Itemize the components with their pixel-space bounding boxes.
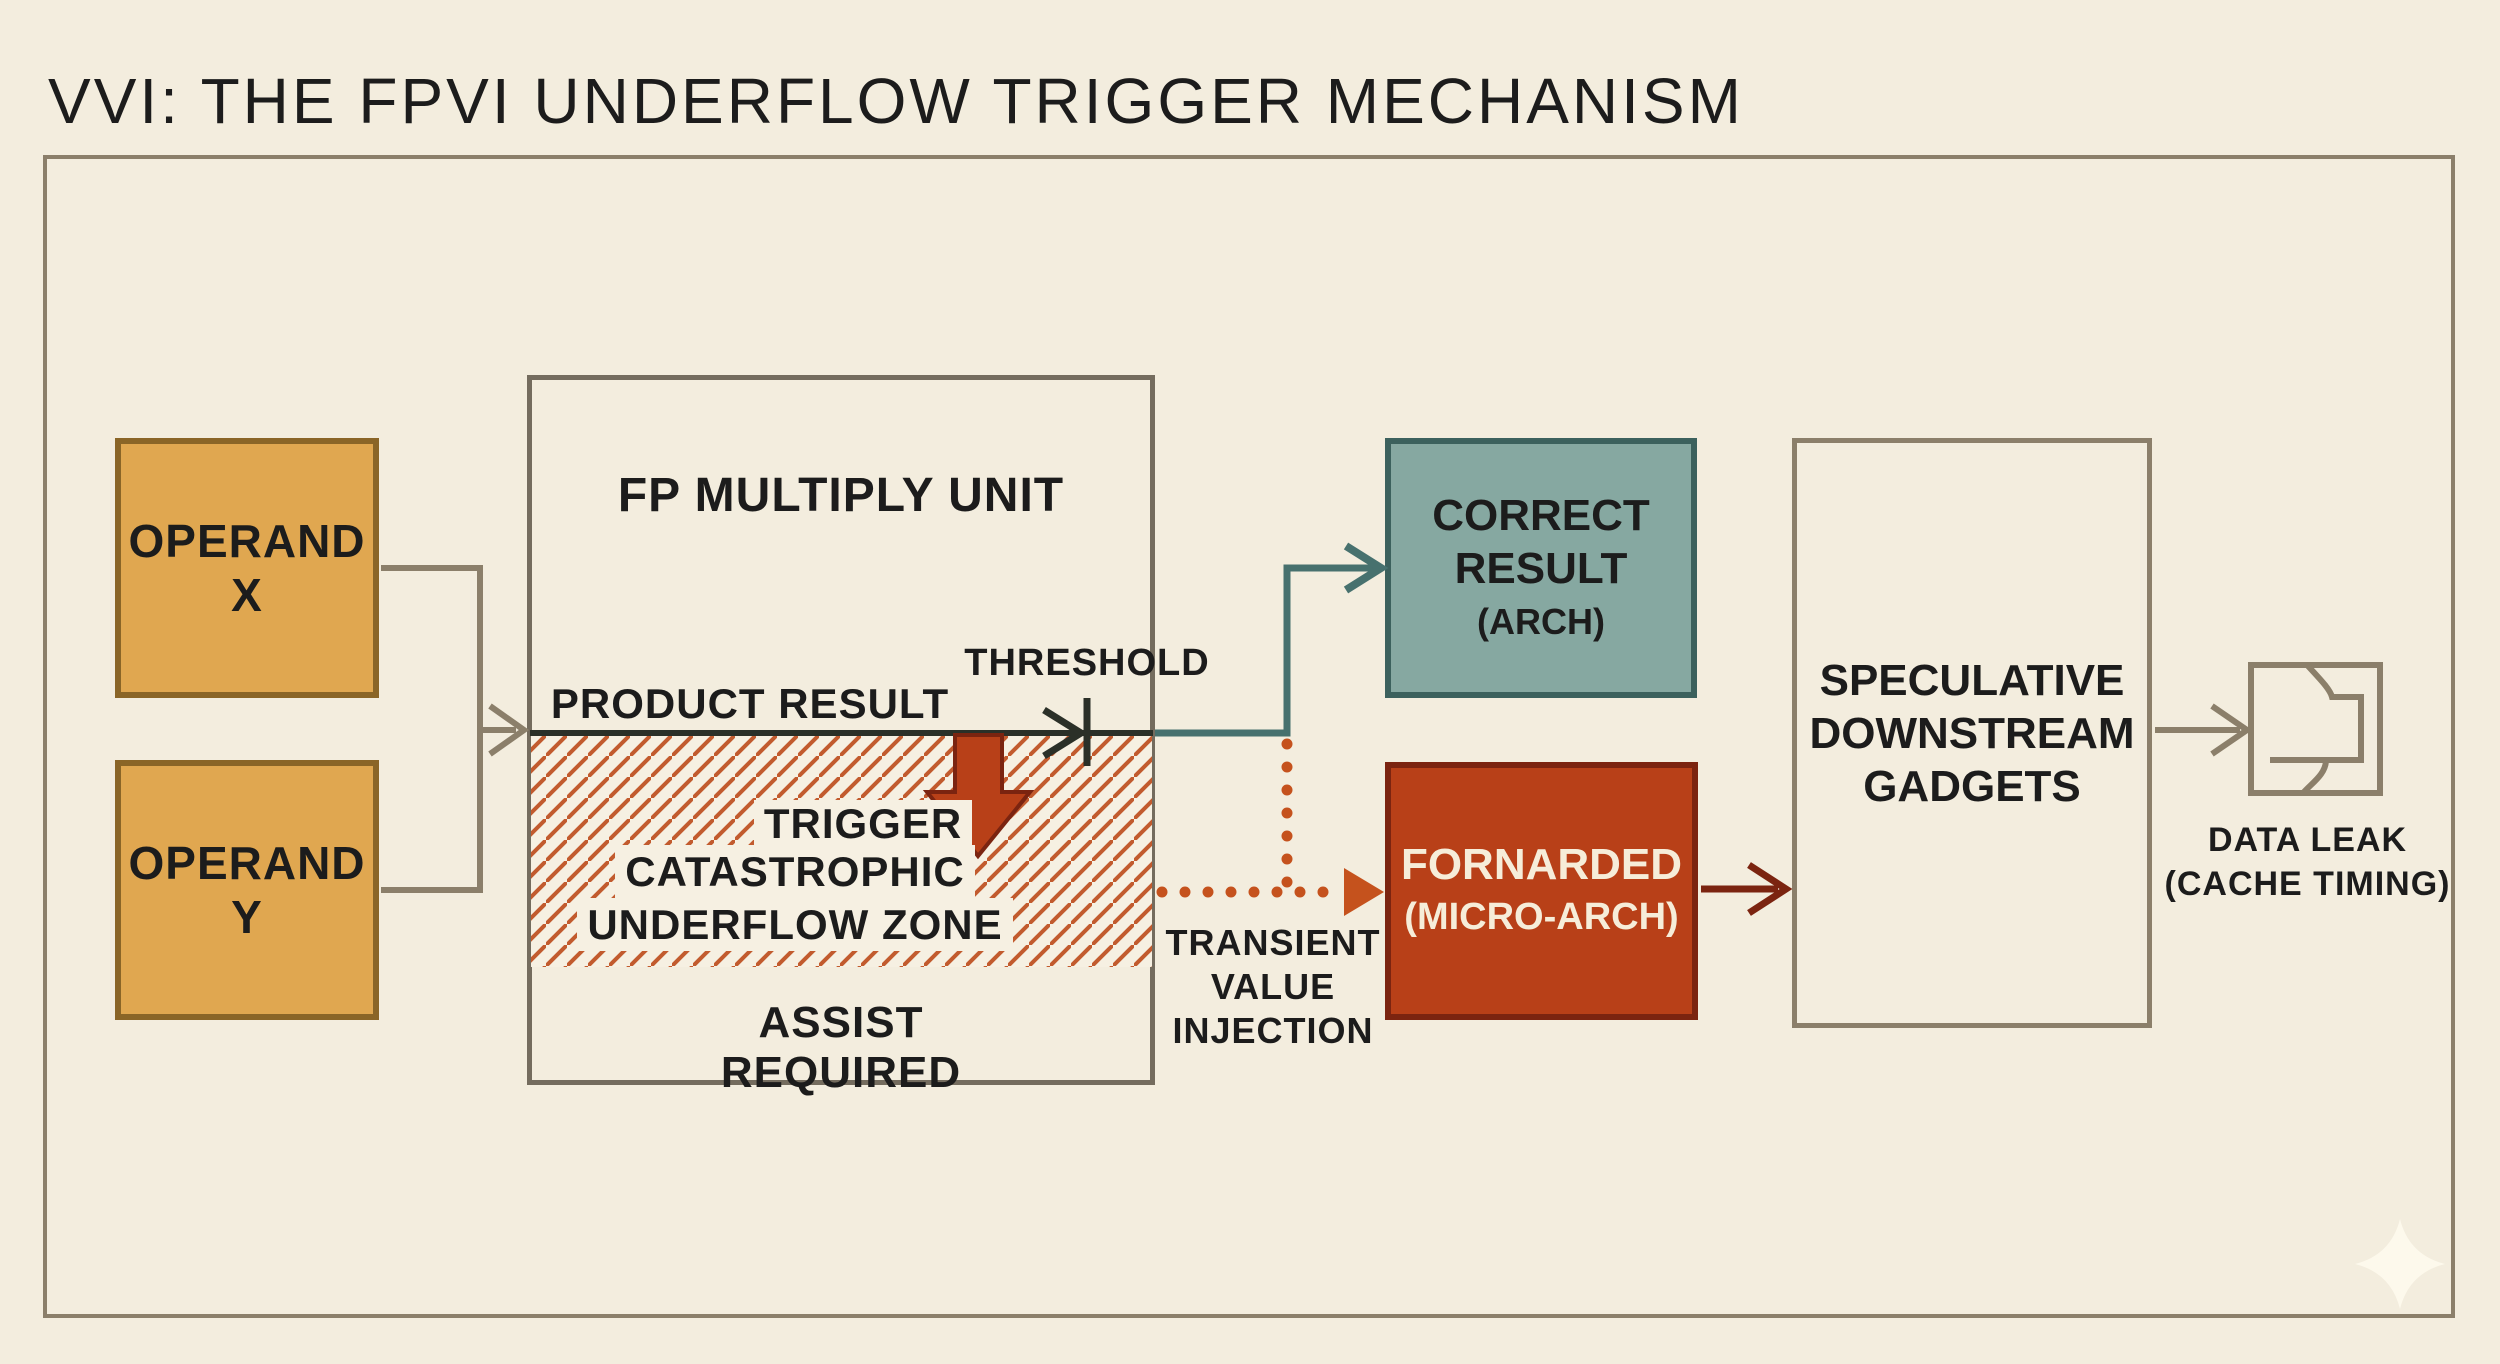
speculative-line2: DOWNSTREAM <box>1809 708 2135 758</box>
fornarded-line2: (MICRO-ARCH) <box>1404 896 1679 938</box>
data-leak-line2: (CACHE TIMING) <box>2164 865 2451 903</box>
correct-result-box: CORRECT RESULT (ARCH) <box>1385 438 1697 698</box>
operand-x-label-line1: OPERAND <box>128 515 366 567</box>
underflow-zone-line1: CATASTROPHIC <box>615 845 975 898</box>
transient-injection-label: TRANSIENT VALUE INJECTION <box>1148 921 1398 1053</box>
correct-result-line1: CORRECT <box>1432 490 1650 540</box>
transient-line2: VALUE <box>1210 966 1336 1007</box>
data-leak-label: DATA LEAK (CACHE TIMING) <box>2155 818 2460 906</box>
trigger-label: TRIGGER <box>733 800 993 848</box>
fp-multiply-unit-label: FP MULTIPLY UNIT <box>617 469 1065 522</box>
speculative-gadgets-box: SPECULATIVE DOWNSTREAM GADGETS <box>1792 438 2152 1028</box>
speculative-line3: GADGETS <box>1863 761 2081 811</box>
operand-x-box: OPERAND X <box>115 438 379 698</box>
fornarded-line1: FORNARDED <box>1400 840 1683 889</box>
assist-required-label: ASSIST REQUIRED <box>720 998 962 1097</box>
operand-y-label-line1: OPERAND <box>128 837 366 889</box>
underflow-zone-label: CATASTROPHIC UNDERFLOW ZONE <box>575 845 1015 951</box>
page-title: VVI: THE FPVI UNDERFLOW TRIGGER MECHANIS… <box>48 65 1744 137</box>
fornarded-box: FORNARDED (MICRO-ARCH) <box>1385 762 1698 1020</box>
product-result-label: PRODUCT RESULT <box>550 680 950 727</box>
operand-y-box: OPERAND Y <box>115 760 379 1020</box>
correct-result-line3: (ARCH) <box>1477 600 1605 642</box>
operand-x-label-line2: X <box>231 569 263 621</box>
underflow-zone-line2: UNDERFLOW ZONE <box>577 898 1013 951</box>
correct-result-line2: RESULT <box>1454 543 1628 593</box>
transient-line1: TRANSIENT <box>1165 922 1381 963</box>
operand-y-label-line2: Y <box>231 891 263 943</box>
transient-line3: INJECTION <box>1172 1010 1374 1051</box>
data-leak-line1: DATA LEAK <box>2207 821 2408 859</box>
threshold-label: THRESHOLD <box>964 642 1210 684</box>
outer-frame <box>43 155 2455 1318</box>
speculative-line1: SPECULATIVE <box>1819 655 2125 705</box>
